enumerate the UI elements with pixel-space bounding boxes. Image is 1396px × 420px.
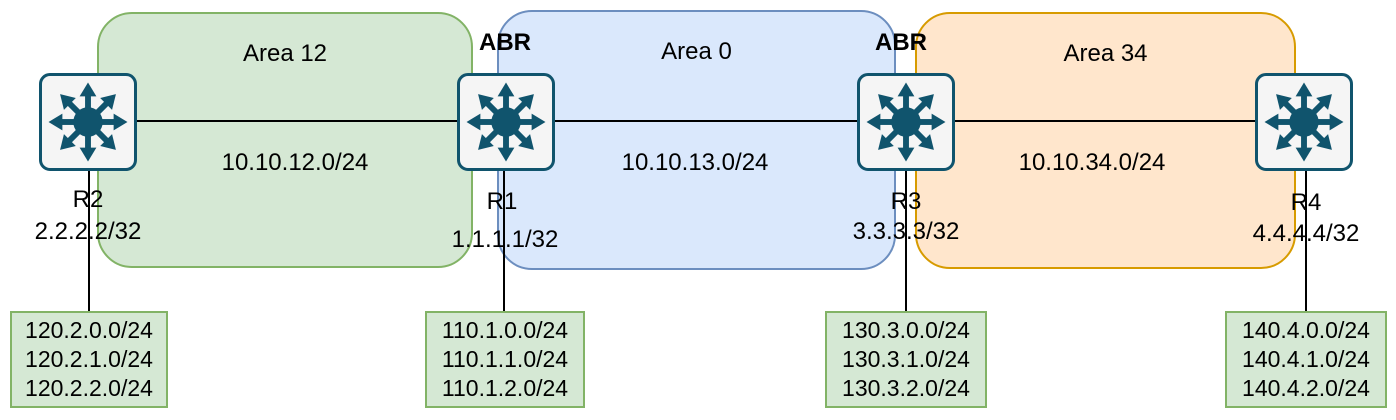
router-icon xyxy=(864,80,948,164)
router-icon xyxy=(46,80,130,164)
loopback-label-r4: 4.4.4.4/32 xyxy=(1252,220,1360,247)
r1-lan-link-line xyxy=(503,170,505,311)
prefix-box-r2: 120.2.0.0/24 120.2.1.0/24 120.2.2.0/24 xyxy=(10,311,168,408)
prefix-line: 110.1.0.0/24 xyxy=(441,317,569,343)
prefix-line: 110.1.1.0/24 xyxy=(441,346,569,372)
router-r4 xyxy=(1255,73,1353,171)
subnet-label-area34: 10.10.34.0/24 xyxy=(1018,149,1166,176)
subnet-label-area0: 10.10.13.0/24 xyxy=(621,149,769,176)
area-region-0: Area 0 xyxy=(497,10,896,270)
prefix-box-r1: 110.1.0.0/24 110.1.1.0/24 110.1.2.0/24 xyxy=(425,311,585,408)
router-name-r4: R4 xyxy=(1290,189,1322,216)
r2-lan-link-line xyxy=(88,170,90,311)
loopback-label-r3: 3.3.3.3/32 xyxy=(852,218,960,245)
prefix-box-r3: 130.3.0.0/24 130.3.1.0/24 130.3.2.0/24 xyxy=(825,311,987,408)
prefix-line: 130.3.2.0/24 xyxy=(842,375,970,401)
prefix-line: 130.3.0.0/24 xyxy=(842,317,970,343)
router-r1 xyxy=(457,73,555,171)
prefix-line: 120.2.0.0/24 xyxy=(25,317,153,343)
prefix-line: 120.2.2.0/24 xyxy=(25,375,153,401)
prefix-box-r4: 140.4.0.0/24 140.4.1.0/24 140.4.2.0/24 xyxy=(1225,311,1387,408)
prefix-line: 140.4.1.0/24 xyxy=(1242,346,1370,372)
abr-label-r3: ABR xyxy=(875,29,927,56)
router-name-r1: R1 xyxy=(486,188,518,215)
router-chain-link-line xyxy=(88,120,1306,122)
loopback-label-r2: 2.2.2.2/32 xyxy=(34,218,142,245)
subnet-label-area12: 10.10.12.0/24 xyxy=(221,149,369,176)
router-name-r2: R2 xyxy=(72,186,104,213)
area-0-label: Area 0 xyxy=(661,38,732,65)
loopback-label-r1: 1.1.1.1/32 xyxy=(451,226,559,253)
prefix-line: 140.4.0.0/24 xyxy=(1242,317,1370,343)
prefix-line: 120.2.1.0/24 xyxy=(25,346,153,372)
area-region-12: Area 12 xyxy=(97,12,473,268)
r3-lan-link-line xyxy=(905,170,907,311)
area-12-label: Area 12 xyxy=(242,40,328,67)
router-icon xyxy=(1262,80,1346,164)
prefix-line: 110.1.2.0/24 xyxy=(441,375,569,401)
abr-label-r1: ABR xyxy=(479,29,531,56)
area-region-34: Area 34 xyxy=(915,12,1296,269)
r4-lan-link-line xyxy=(1305,170,1307,311)
prefix-line: 130.3.1.0/24 xyxy=(842,346,970,372)
prefix-line: 140.4.2.0/24 xyxy=(1242,375,1370,401)
area-34-label: Area 34 xyxy=(1063,40,1148,67)
router-r3 xyxy=(857,73,955,171)
router-name-r3: R3 xyxy=(890,188,922,215)
router-icon xyxy=(464,80,548,164)
router-r2 xyxy=(39,73,137,171)
